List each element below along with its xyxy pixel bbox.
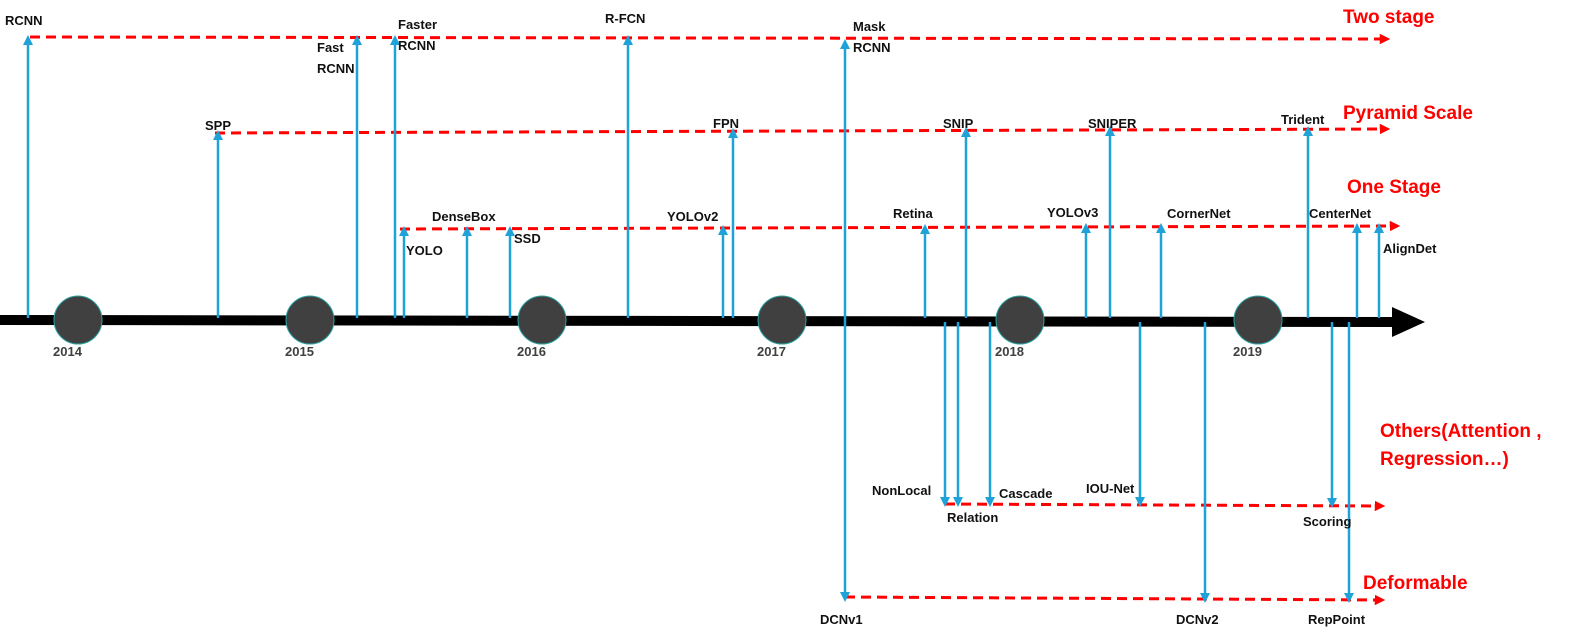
year-node-2019	[1233, 295, 1283, 345]
category-tracks: Two stage Pyramid Scale One Stage Others…	[29, 7, 1542, 606]
yolov3-label: YOLOv3	[1047, 205, 1098, 220]
year-label-2018: 2018	[995, 344, 1024, 359]
spp-label: SPP	[205, 118, 231, 133]
faster-rcnn-label-line1: Faster	[398, 17, 437, 32]
scoring-label: Scoring	[1303, 514, 1351, 529]
cornernet-label: CornerNet	[1167, 206, 1231, 221]
deformable-label: Deformable	[1363, 573, 1468, 594]
yolo-label: YOLO	[406, 243, 443, 258]
ssd-label: SSD	[514, 231, 541, 246]
year-node-2015	[285, 295, 335, 345]
year-node-2018	[995, 295, 1045, 345]
fast-rcnn-label-line1: Fast	[317, 40, 344, 55]
nonlocal-label: NonLocal	[872, 483, 931, 498]
year-node-2016	[517, 295, 567, 345]
retina-label: Retina	[893, 206, 934, 221]
upward-stems	[23, 35, 1384, 318]
two-stage-label: Two stage	[1343, 7, 1435, 28]
axis-arrowhead	[1392, 307, 1425, 337]
model-labels: RCNN Fast RCNN Faster RCNN R-FCN Mask RC…	[5, 11, 1437, 627]
one-stage-track	[399, 220, 1401, 232]
time-axis: 2014 2015 2016 2017 2018 2019	[0, 295, 1425, 359]
others-track	[944, 500, 1386, 512]
one-stage-label: One Stage	[1347, 177, 1441, 198]
cascade-label: Cascade	[999, 486, 1052, 501]
snip-label: SNIP	[943, 116, 974, 131]
others-label-line2: Regression…)	[1380, 449, 1509, 470]
year-label-2016: 2016	[517, 344, 546, 359]
densebox-label: DenseBox	[432, 209, 496, 224]
fast-rcnn-label-line2: RCNN	[317, 61, 355, 76]
downward-stems	[940, 322, 1354, 603]
mask-rcnn-label-line1: Mask	[853, 19, 886, 34]
two-stage-track	[29, 33, 1391, 45]
pyramid-scale-label: Pyramid Scale	[1343, 103, 1473, 124]
trident-label: Trident	[1281, 112, 1325, 127]
rcnn-label: RCNN	[5, 13, 43, 28]
sniper-label: SNIPER	[1088, 116, 1137, 131]
dcnv1-label: DCNv1	[820, 612, 863, 627]
mask-rcnn-label-line2: RCNN	[853, 40, 891, 55]
year-label-2014: 2014	[53, 344, 83, 359]
faster-rcnn-label-line2: RCNN	[398, 38, 436, 53]
axis-line	[0, 315, 1396, 327]
year-label-2019: 2019	[1233, 344, 1262, 359]
relation-label: Relation	[947, 510, 998, 525]
others-label-line1: Others(Attention ,	[1380, 421, 1542, 442]
dcnv2-label: DCNv2	[1176, 612, 1219, 627]
year-node-2014	[53, 295, 103, 345]
rfcn-label: R-FCN	[605, 11, 645, 26]
aligndet-label: AlignDet	[1383, 241, 1437, 256]
fpn-label: FPN	[713, 116, 739, 131]
centernet-label: CenterNet	[1309, 206, 1372, 221]
iou-net-label: IOU-Net	[1086, 481, 1135, 496]
pyramid-scale-track	[214, 123, 1391, 135]
year-node-2017	[757, 295, 807, 345]
year-label-2015: 2015	[285, 344, 314, 359]
year-label-2017: 2017	[757, 344, 786, 359]
yolov2-label: YOLOv2	[667, 209, 718, 224]
deformable-track	[844, 594, 1386, 606]
reppoint-label: RepPoint	[1308, 612, 1366, 627]
